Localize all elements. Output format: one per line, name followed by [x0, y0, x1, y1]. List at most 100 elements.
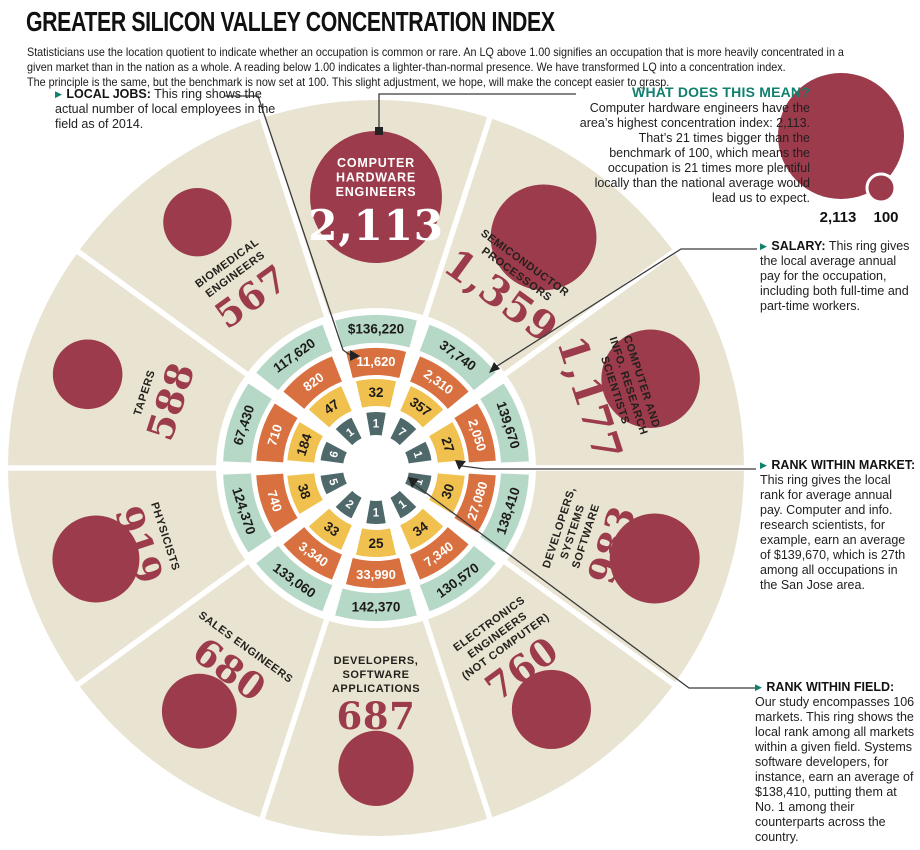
ring-local-jobs-segment — [283, 527, 342, 580]
pointer-icon: ▶ — [760, 241, 767, 251]
ring-local-jobs-segment — [410, 527, 469, 580]
ring-rank-field-segment — [320, 472, 347, 495]
ring-salary-segment — [335, 588, 417, 621]
ring-rank-field-segment — [390, 490, 417, 519]
leader-what-mean — [378, 93, 576, 127]
ring-salary-segment — [256, 324, 333, 391]
ring-value: 1 — [373, 508, 380, 520]
callout-rank-within-market: ▶ RANK WITHIN MARKET: This ring gives th… — [760, 458, 918, 593]
pointer-icon: ▶ — [55, 89, 62, 99]
callout-label: RANK WITHIN FIELD: — [766, 680, 895, 694]
intro-line: Statisticians use the location quotient … — [27, 46, 844, 59]
leader-rank-market — [461, 465, 756, 470]
ring-rank-field-segment — [366, 500, 386, 524]
callout-salary: ▶ SALARY: This ring gives the local aver… — [760, 239, 910, 314]
wedge-separator — [419, 111, 495, 327]
ring-salary-segment — [419, 324, 496, 391]
ring-value: 32 — [368, 385, 383, 400]
index-circle — [310, 131, 442, 263]
callout-label: RANK WITHIN MARKET: — [771, 458, 916, 472]
wedge-separator — [71, 245, 257, 383]
ring-rank-market-segment — [400, 386, 444, 428]
wedge-separator — [71, 553, 257, 691]
callout-text: Our study encompasses 106 markets. This … — [755, 695, 915, 844]
ring-local-jobs-segment — [283, 356, 342, 409]
index-circle — [490, 184, 597, 291]
ring-rank-market-segment — [308, 508, 352, 550]
leader-arrowhead — [455, 460, 466, 470]
ring-value: 33,990 — [356, 567, 396, 582]
intro-line: The principle is the same, but the bench… — [27, 76, 670, 90]
callout-text: This ring gives the local rank for avera… — [760, 473, 906, 592]
ring-salary-segment — [419, 545, 496, 612]
callout-heading: WHAT DOES THIS MEAN? — [632, 84, 810, 100]
leader-salary — [493, 248, 757, 369]
index-circle — [511, 669, 591, 750]
ring-salary-segment — [256, 545, 333, 612]
leader-local-jobs — [224, 95, 351, 356]
index-circle — [161, 673, 237, 749]
callout-label: SALARY: — [771, 239, 826, 253]
leader-arrowhead — [350, 350, 360, 361]
wedge-separator — [257, 609, 333, 825]
ring-local-jobs-segment — [410, 356, 469, 409]
callout-local-jobs: ▶ LOCAL JOBS: This ring shows the actual… — [55, 87, 283, 132]
intro-paragraph: Statisticians use the location quotient … — [27, 45, 905, 91]
ring-value: 1 — [413, 477, 427, 487]
index-circle — [163, 188, 232, 257]
ring-salary-segment — [223, 473, 272, 553]
ring-rank-market-segment — [429, 422, 465, 463]
ring-rank-field-segment — [335, 490, 362, 519]
page-title: GREATER SILICON VALLEY CONCENTRATION IND… — [26, 6, 555, 37]
pointer-icon: ▶ — [755, 682, 762, 692]
ring-rank-field-segment — [390, 417, 417, 446]
comparison-circle-small — [865, 172, 897, 204]
index-circle — [52, 339, 123, 410]
callout-text: This ring gives the local average annual… — [760, 239, 910, 313]
ring-salary-segment — [480, 383, 529, 463]
ring-rank-field-segment — [405, 441, 432, 464]
ring-value: 184 — [294, 431, 315, 458]
ring-local-jobs-segment — [454, 473, 496, 533]
leader-arrowhead — [489, 362, 500, 373]
ring-rank-market-segment — [308, 386, 352, 428]
ring-value: 1 — [411, 450, 425, 460]
ring-rank-field-segment — [366, 412, 386, 436]
intro-line: given market than in the nation as a who… — [27, 61, 786, 75]
ring-value: 11,620 — [356, 354, 395, 369]
index-circle — [338, 730, 414, 807]
index-circle — [601, 329, 700, 428]
ring-local-jobs-segment — [256, 403, 298, 463]
ring-value: 47 — [321, 396, 342, 417]
leader-rank-field — [413, 483, 756, 689]
ring-rank-market-segment — [355, 528, 397, 557]
leader-arrowhead — [408, 477, 419, 488]
ring-local-jobs-segment — [345, 348, 407, 378]
ring-rank-market-segment — [429, 473, 465, 514]
ring-local-jobs-segment — [345, 558, 407, 588]
ring-value: 25 — [368, 536, 384, 551]
wedge-separator — [419, 609, 495, 825]
ring-value: 1 — [373, 419, 380, 431]
leader-endpoint — [375, 127, 383, 135]
ring-value: 6 — [328, 450, 341, 460]
ring-value: 27 — [438, 435, 457, 454]
ring-value: $136,220 — [348, 322, 404, 337]
pointer-icon: ▶ — [760, 460, 767, 470]
callout-text: This ring shows the actual number of loc… — [55, 87, 276, 131]
index-circle — [52, 515, 140, 603]
callout-rank-within-field: ▶ RANK WITHIN FIELD: Our study encompass… — [755, 680, 917, 845]
wedge-separator — [257, 111, 333, 327]
ring-rank-field-segment — [335, 417, 362, 446]
callout-label: LOCAL JOBS: — [66, 87, 151, 101]
ring-value: 710 — [264, 422, 285, 447]
ring-salary-segment — [223, 383, 272, 463]
callout-what-does-this-mean: WHAT DOES THIS MEAN? Computer hardware e… — [575, 85, 810, 206]
ring-rank-field-segment — [320, 441, 347, 464]
ring-value: 142,370 — [352, 600, 401, 615]
comparison-small-label: 100 — [873, 209, 898, 226]
